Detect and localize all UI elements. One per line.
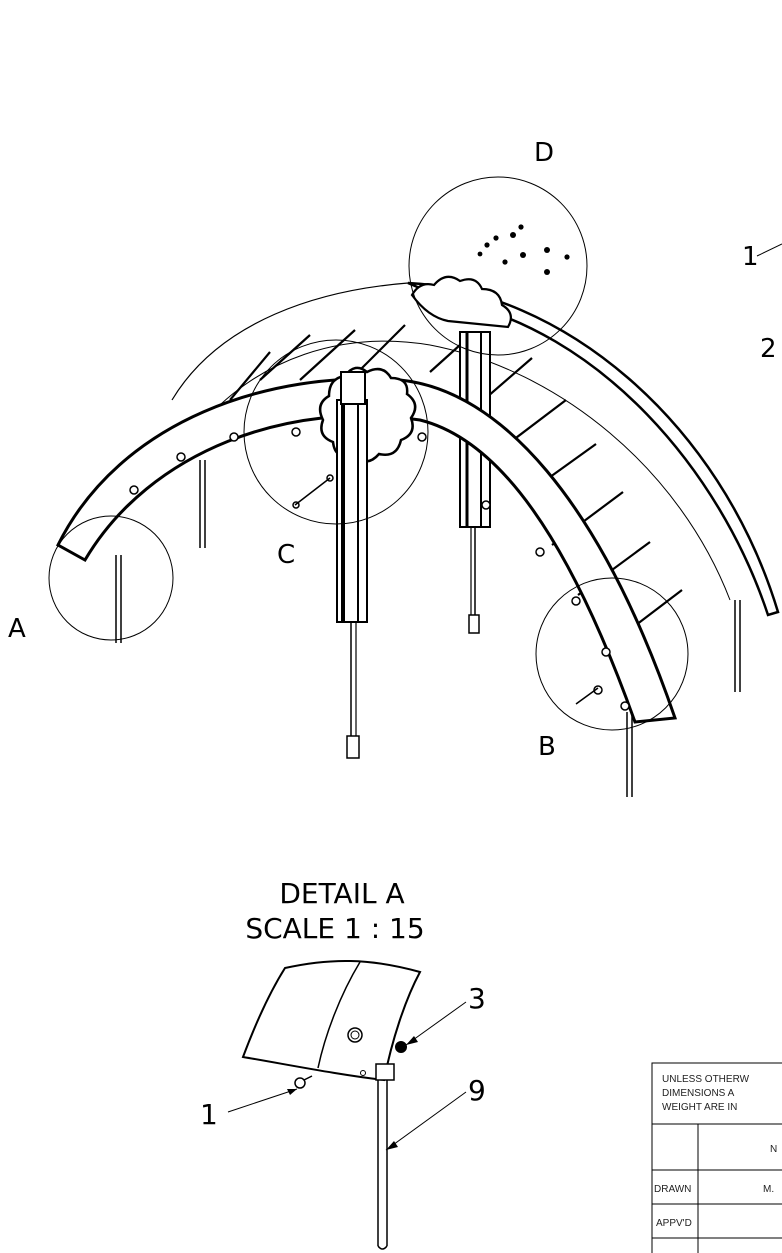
leader-1-main — [756, 243, 782, 257]
detail-small-hole — [360, 1070, 366, 1076]
balloon-1-detail: 1 — [200, 1098, 218, 1131]
detail-bolt — [294, 1075, 313, 1089]
detail-label-B: B — [538, 732, 556, 762]
balloon-2-main: 2 — [760, 334, 777, 364]
balloon-9-detail: 9 — [468, 1074, 486, 1107]
detail-label-C: C — [277, 540, 295, 570]
detail-hole-inner — [350, 1030, 360, 1040]
detail-label-A: A — [8, 614, 26, 644]
bolts-c — [292, 474, 603, 705]
thin-legs — [115, 460, 741, 797]
detail-leg-end — [377, 1245, 388, 1250]
title-note-line3: WEIGHT ARE IN — [662, 1102, 737, 1113]
arrow-9 — [386, 1141, 398, 1150]
title-block — [651, 1062, 782, 1253]
arrow-1 — [287, 1089, 297, 1095]
detail-nut — [395, 1041, 407, 1053]
detail-bracket — [375, 1063, 395, 1081]
balloon-3-detail: 3 — [468, 982, 486, 1015]
outer-arc-panel — [407, 281, 780, 617]
detail-circle-A[interactable] — [48, 515, 174, 641]
leader-9 — [385, 1091, 467, 1151]
title-note-line2: DIMENSIONS A — [662, 1088, 735, 1099]
detail-panel-seam — [317, 961, 361, 1069]
detail-circle-C[interactable] — [243, 339, 429, 525]
front-post — [336, 371, 368, 759]
back-arc-shell — [171, 282, 409, 401]
star-hub-top — [410, 275, 513, 329]
detail-circle-B[interactable] — [535, 577, 689, 731]
leader-1 — [227, 1088, 298, 1113]
detail-view-title: DETAIL A — [279, 877, 404, 910]
main-assembly-view — [48, 176, 780, 797]
detail-hole — [347, 1027, 363, 1043]
arrow-3 — [406, 1036, 418, 1045]
title-note-line1: UNLESS OTHERW — [662, 1074, 750, 1085]
detail-circle-D[interactable] — [408, 176, 588, 356]
leader-3 — [405, 1001, 467, 1046]
drawn-value: M. — [763, 1184, 774, 1195]
bolts-d — [477, 224, 570, 275]
back-post — [459, 331, 491, 634]
balloon-1-main: 1 — [742, 242, 759, 272]
back-arc-lower — [204, 340, 431, 421]
detail-a-drawing — [227, 959, 467, 1250]
detail-label-D: D — [534, 138, 554, 168]
bolt-holes — [129, 427, 630, 711]
approved-label: APPV'D — [656, 1218, 692, 1229]
detail-view-scale: SCALE 1 : 15 — [245, 912, 424, 945]
drawn-label: DRAWN — [654, 1184, 691, 1195]
title-header-cell: N — [770, 1144, 777, 1155]
